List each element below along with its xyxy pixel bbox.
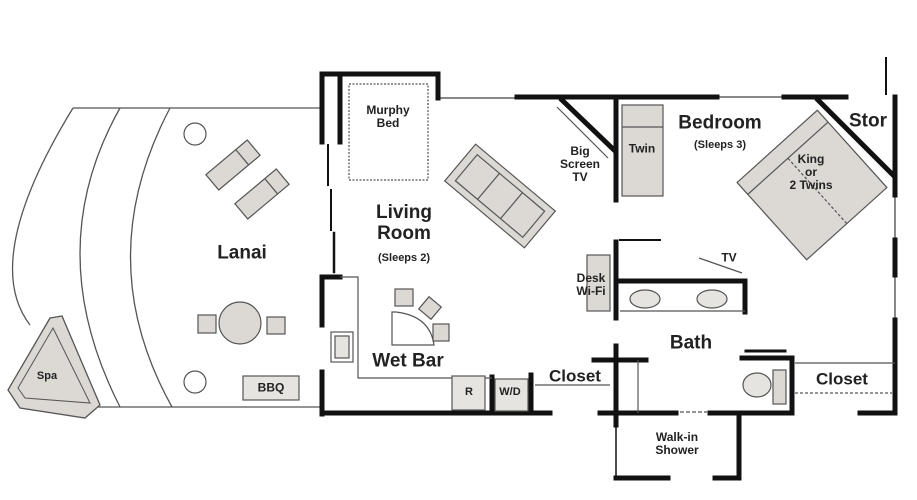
shower-line-2: Shower: [655, 443, 699, 457]
desk-line-1: Desk: [576, 270, 606, 285]
corner-table: [391, 311, 435, 346]
tv-line-2: Screen: [559, 157, 601, 172]
fridge-label: R: [465, 385, 473, 398]
twin-bed: [621, 104, 664, 197]
toilet: [742, 372, 772, 398]
shower-line-1: Walk-in: [655, 429, 699, 444]
spa-label: Spa: [36, 369, 58, 382]
twin-bed-label: Twin: [628, 141, 656, 156]
bedroom-sleeps-label: (Sleeps 3): [694, 138, 746, 151]
plant-pot: [183, 122, 207, 146]
refrigerator: [451, 375, 486, 411]
chair: [417, 295, 443, 321]
lanai-outline: [11, 107, 322, 408]
desk-line-2: Wi-Fi: [576, 284, 606, 298]
bbq-label: BBQ: [257, 380, 285, 395]
murphy-bed-line-2: Bed: [376, 116, 400, 130]
washer-dryer: [494, 378, 529, 412]
king-bed: [736, 109, 888, 261]
closet-right-label: Closet: [816, 369, 868, 389]
closet-left-label: Closet: [549, 366, 601, 386]
living-room-line-1: Living: [376, 202, 432, 224]
lounge-chair: [205, 139, 261, 191]
king-line-1: King: [797, 152, 825, 167]
patio-table: [218, 301, 262, 345]
king-line-2: or: [805, 165, 817, 180]
lanai-label: Lanai: [217, 242, 267, 264]
murphy-bed: [348, 83, 429, 181]
walls: [319, 57, 898, 481]
wet-bar-label: Wet Bar: [372, 350, 444, 372]
living-sleeps-label: (Sleeps 2): [378, 251, 430, 264]
plant-pot: [183, 370, 207, 394]
bbq-grill: [242, 375, 300, 401]
toilet-tank: [772, 369, 787, 405]
bedroom-label: Bedroom: [678, 112, 762, 134]
patio-chair: [197, 314, 217, 334]
bath-tv-label: TV: [721, 250, 737, 265]
spa-tub: [7, 315, 101, 419]
tv-line-1: Big: [570, 144, 590, 159]
sink: [629, 289, 661, 309]
sofa: [443, 143, 557, 249]
bath-label: Bath: [669, 332, 713, 354]
chair: [432, 323, 450, 342]
desk: [586, 254, 611, 312]
patio-chair: [266, 316, 286, 335]
sink: [696, 289, 728, 309]
chair: [394, 288, 414, 307]
king-line-3: 2 Twins: [789, 178, 833, 193]
living-room-line-2: Room: [377, 223, 431, 244]
tv-line-3: TV: [572, 170, 588, 185]
lounge-chair: [234, 168, 290, 220]
washer-dryer-label: W/D: [499, 385, 521, 398]
storage-label: Stor: [849, 110, 887, 132]
murphy-bed-line-1: Murphy: [366, 102, 410, 117]
